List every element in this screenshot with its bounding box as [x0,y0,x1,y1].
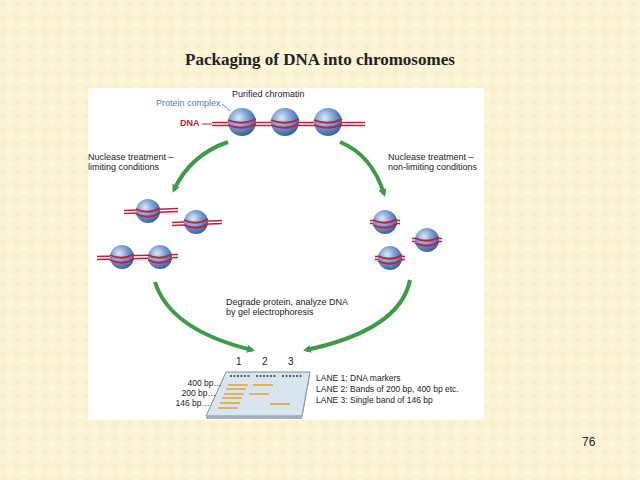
part-label: DNA [180,118,210,128]
lane-number: 2 [262,356,274,368]
part-label: Protein complex [156,98,236,108]
nucleosome [415,228,439,252]
nucleosome [373,210,397,234]
nucleosome [378,246,402,270]
nucleosome [148,245,172,269]
nucleosome [136,199,160,223]
lane-number: 1 [236,356,248,368]
panel-heading: Purified chromatin [232,89,352,99]
lane-note: LANE 2: Bands of 200 bp, 400 bp etc. [316,385,486,395]
band-size: 146 bp… [176,399,211,409]
band-size: 200 bp… [182,389,217,399]
leader-line [202,124,212,125]
lane-number: 3 [288,356,300,368]
green-arrow [340,142,384,194]
nucleosome [184,210,208,234]
step-label: Degrade protein, analyze DNA by gel elec… [226,297,351,318]
nucleosome [271,108,299,136]
page-number: 76 [582,436,612,450]
lane-note: LANE 3: Single band of 146 bp [316,396,486,406]
nucleosome [314,108,342,136]
slide-title: Packaging of DNA into chromosomes [185,50,455,70]
green-arrow [174,142,228,190]
band-size: 400 bp… [188,379,223,389]
green-arrow [306,280,410,350]
lane-note: LANE 1: DNA markers [316,374,486,384]
nucleosome [228,108,256,136]
leader-line [222,104,230,111]
step-label: Nuclease treatment – non-limiting condit… [388,152,488,173]
figure-panel [88,88,484,420]
step-label: Nuclease treatment – limiting conditions [88,152,188,173]
nucleosome [110,245,134,269]
